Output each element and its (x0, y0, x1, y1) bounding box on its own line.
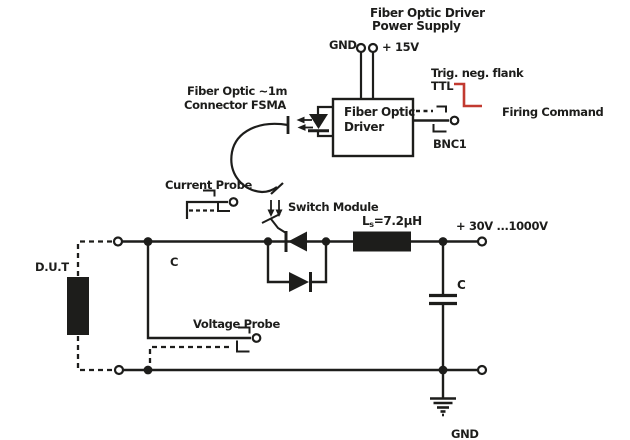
voltage-probe-label: Voltage Probe (193, 317, 280, 331)
firing-command-label: Firing Command (502, 105, 604, 119)
current-probe-connector-circle (228, 197, 239, 207)
led-emitter (296, 105, 333, 138)
bnc1-bracket-top (436, 105, 447, 113)
current-probe-cable (185, 200, 228, 219)
inductor-value: =7.2μH (374, 214, 422, 228)
light-arrow-head (296, 116, 305, 124)
junction-dot (438, 365, 448, 375)
junction-dot (143, 365, 153, 375)
fiber-end-connector-tick (270, 182, 284, 195)
terminal-circle (476, 236, 488, 247)
fiber-cable (230, 122, 289, 195)
dut-body (67, 277, 89, 335)
v15-terminal-circle (367, 42, 379, 54)
driver-box-label-line1: Fiber Optic (344, 105, 415, 119)
junction-dots (143, 237, 448, 375)
power-supply-title-line1: Fiber Optic Driver (370, 6, 485, 20)
terminal-circle (112, 236, 124, 247)
junction-dot (263, 237, 273, 246)
voltage-probe-bracket-top (238, 326, 251, 334)
voltage-probe-connector-circle (251, 333, 262, 343)
thyristor-switch (284, 231, 307, 252)
voltage-probe-cable (146, 243, 251, 340)
current-probe-clamp: C (170, 255, 178, 269)
gnd-top-label: GND (329, 38, 357, 52)
inductor-symbol: L (362, 214, 370, 228)
dut-label: D.U.T (35, 260, 69, 274)
switch-module-optics (261, 200, 287, 234)
junction-dot (321, 237, 331, 246)
open-terminals (112, 236, 488, 376)
capacitor-branch (429, 241, 457, 370)
dut-branch (67, 240, 113, 372)
junction-dot (438, 237, 448, 246)
light-emission-arrows (296, 116, 313, 131)
led-lead-top (316, 105, 333, 114)
light-down-arrow-head (267, 209, 275, 217)
current-probe-bracket-bottom (217, 203, 230, 212)
inductor: Ls=7.2μH (353, 214, 422, 252)
thyristor-triangle (288, 231, 307, 252)
diode-loop-left (266, 241, 289, 284)
inductor-body (353, 231, 411, 252)
trigger-label-line2: TTL (431, 79, 454, 93)
current-probe-label: Current Probe (165, 178, 252, 192)
trigger-label-line1: Trig. neg. flank (431, 66, 524, 80)
driver-box-label-line2: Driver (344, 120, 384, 134)
gnd-terminal-circle (355, 42, 367, 54)
current-probe: C (170, 189, 239, 269)
inductor-label: Ls=7.2μH (362, 214, 422, 229)
junction-dot (143, 237, 153, 246)
bnc1-connector-circle (449, 115, 460, 126)
driver-box-outline (331, 97, 415, 158)
capacitor-label: C (457, 278, 466, 292)
power-supply-terminals (355, 42, 379, 100)
voltage-probe-bracket-bottom (236, 340, 250, 353)
gnd-bottom-label: GND (451, 427, 479, 440)
diode-loop-right (309, 241, 328, 284)
voltage-probe (146, 243, 262, 368)
fiber-label-line2: Connector FSMA (184, 98, 286, 112)
current-probe-bracket-top (203, 189, 216, 197)
trigger-waveform (454, 82, 482, 108)
bnc1-connector (413, 105, 460, 133)
negative-flank-waveform (454, 82, 482, 108)
gate-lead (270, 218, 287, 234)
led-triangle (309, 114, 328, 129)
hv-range-label: + 30V ...1000V (456, 219, 548, 233)
fiber-label-line1: Fiber Optic ~1m (187, 84, 288, 98)
light-down-arrow-head (275, 209, 283, 217)
switch-module-label: Switch Module (288, 200, 379, 214)
inductor-subscript: s (369, 220, 374, 229)
terminal-circle (476, 364, 488, 376)
terminal-circle (113, 364, 125, 376)
plus15v-label: + 15V (382, 40, 419, 54)
led-lead-bottom (316, 132, 333, 138)
switch-contact-tick (261, 213, 281, 224)
light-arrow-head (297, 124, 306, 131)
bnc1-label: BNC1 (433, 137, 467, 151)
ground-symbol (430, 370, 456, 417)
fiber-optic-driver-box: Fiber Optic Driver (331, 97, 416, 158)
diode-triangle (289, 272, 309, 292)
power-supply-title-line2: Power Supply (372, 19, 461, 33)
bnc1-bracket-bottom (432, 124, 447, 133)
fiber-curve (230, 122, 289, 194)
freewheel-diode (266, 241, 328, 292)
